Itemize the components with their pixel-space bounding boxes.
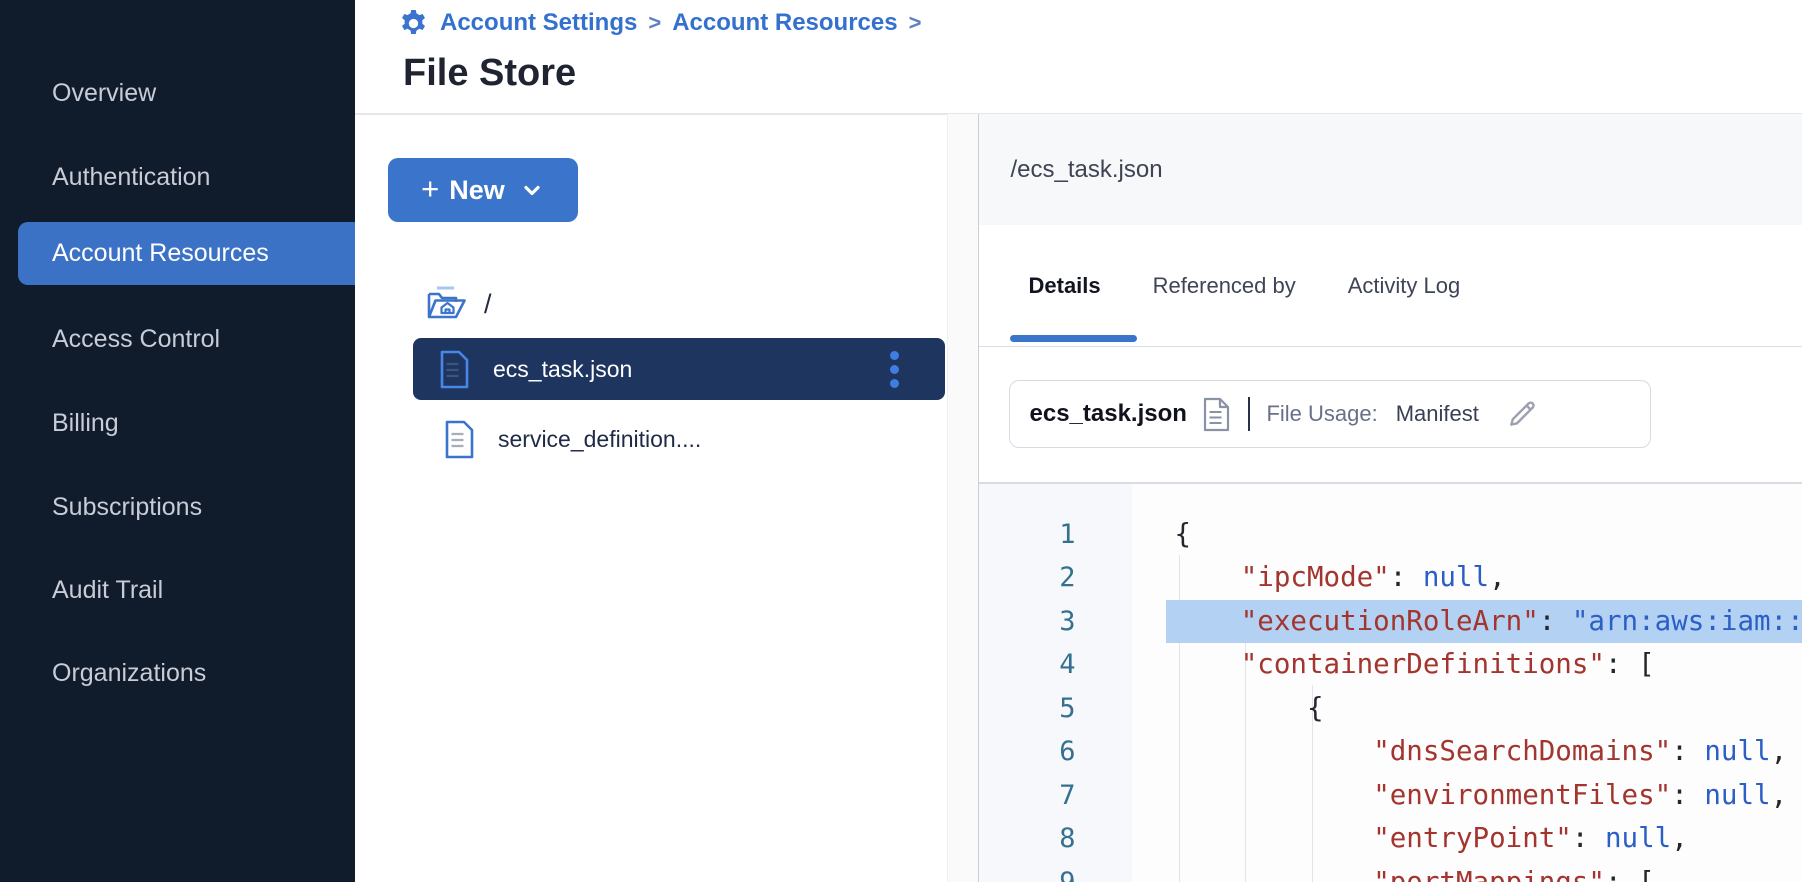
code-line: "environmentFiles": null, bbox=[1373, 778, 1788, 811]
line-number: 8 bbox=[1059, 823, 1076, 854]
code-viewer[interactable]: 1 2 3 4 5 6 7 8 9 { "ipcMode": null, "executionR… bbox=[978, 483, 1802, 882]
home-folder-icon bbox=[424, 284, 468, 324]
sidebar-item-subscriptions[interactable]: Subscriptions bbox=[0, 476, 355, 539]
sidebar-item-label: Organizations bbox=[52, 659, 207, 687]
code-line: "portMappings": [ bbox=[1373, 865, 1655, 882]
sidebar-item-label: Overview bbox=[52, 79, 157, 107]
line-number-gutter: 1 2 3 4 5 6 7 8 9 bbox=[978, 483, 1132, 882]
sidebar-item-label: Access Control bbox=[52, 325, 221, 353]
sidebar-item-label: Authentication bbox=[52, 163, 211, 191]
sidebar-item-organizations[interactable]: Organizations bbox=[0, 642, 355, 705]
plus-icon: + bbox=[421, 170, 440, 206]
code-line: { bbox=[1174, 517, 1192, 550]
breadcrumb: Account Settings > Account Resources > bbox=[398, 6, 921, 40]
header-divider bbox=[355, 113, 1802, 115]
line-number: 3 bbox=[1059, 605, 1076, 637]
sidebar-item-billing[interactable]: Billing bbox=[0, 392, 355, 455]
new-button[interactable]: + New bbox=[388, 158, 578, 222]
document-icon bbox=[1203, 397, 1230, 432]
sidebar-item-label: Subscriptions bbox=[52, 493, 203, 521]
code-line: "ipcMode": null, bbox=[1240, 561, 1506, 593]
file-usage-label: File Usage: bbox=[1266, 401, 1378, 426]
kebab-menu-icon[interactable] bbox=[890, 350, 899, 388]
file-icon bbox=[440, 350, 469, 389]
sidebar-item-label: Audit Trail bbox=[52, 576, 164, 604]
vertical-divider bbox=[1247, 397, 1251, 431]
line-number: 9 bbox=[1059, 866, 1076, 882]
file-path: /ecs_task.json bbox=[1010, 155, 1163, 183]
sidebar-item-label: Billing bbox=[52, 409, 119, 437]
panel-scroll-gutter[interactable] bbox=[947, 114, 979, 882]
file-name: service_definition.... bbox=[498, 425, 702, 452]
breadcrumb-link-account-settings[interactable]: Account Settings bbox=[440, 9, 638, 36]
file-icon bbox=[445, 420, 474, 459]
chevron-down-icon bbox=[519, 177, 545, 203]
sidebar-item-label: Account Resources bbox=[52, 239, 269, 267]
root-folder-row[interactable]: / bbox=[424, 282, 492, 326]
file-name: ecs_task.json bbox=[493, 355, 633, 382]
line-number: 5 bbox=[1059, 692, 1076, 724]
sidebar-item-account-resources[interactable]: Account Resources bbox=[18, 222, 355, 285]
line-number: 1 bbox=[1059, 518, 1076, 550]
file-card-name: ecs_task.json bbox=[1029, 400, 1187, 427]
tab-bar: Details Referenced by Activity Log bbox=[978, 225, 1802, 347]
active-tab-underline bbox=[1009, 335, 1137, 342]
code-body: { "ipcMode": null, "executionRoleArn": "… bbox=[1131, 483, 1802, 882]
line-number: 2 bbox=[1059, 562, 1076, 593]
file-row-ecs-task[interactable]: ecs_task.json bbox=[413, 338, 945, 400]
code-line-highlighted: "executionRoleArn": "arn:aws:iam:: bbox=[1165, 599, 1802, 643]
line-number: 7 bbox=[1059, 779, 1076, 811]
sidebar-item-overview[interactable]: Overview bbox=[0, 62, 355, 125]
sidebar-item-authentication[interactable]: Authentication bbox=[0, 146, 355, 209]
code-line: "entryPoint": null, bbox=[1373, 822, 1688, 854]
line-number: 4 bbox=[1059, 649, 1076, 680]
root-folder-label: / bbox=[484, 288, 492, 319]
breadcrumb-separator: > bbox=[908, 10, 922, 35]
file-row-service-definition[interactable]: service_definition.... bbox=[413, 414, 945, 464]
breadcrumb-link-account-resources[interactable]: Account Resources bbox=[672, 9, 898, 36]
tab-activity-log[interactable]: Activity Log bbox=[1347, 272, 1461, 298]
line-number: 6 bbox=[1059, 736, 1076, 767]
sidebar-item-audit-trail[interactable]: Audit Trail bbox=[0, 559, 355, 622]
content-divider bbox=[978, 482, 1802, 484]
sidebar-item-access-control[interactable]: Access Control bbox=[0, 308, 355, 371]
breadcrumb-separator: > bbox=[648, 10, 662, 35]
file-path-header: /ecs_task.json bbox=[978, 114, 1802, 225]
indent-guide bbox=[1244, 641, 1246, 882]
page-title: File Store bbox=[403, 52, 577, 94]
new-button-label: New bbox=[449, 174, 505, 205]
gear-icon bbox=[398, 8, 429, 39]
code-line: "containerDefinitions": [ bbox=[1240, 648, 1655, 680]
file-info-card: ecs_task.json File Usage: Manifest bbox=[1008, 380, 1651, 448]
code-line: "dnsSearchDomains": null, bbox=[1373, 735, 1788, 767]
indent-guide bbox=[1178, 554, 1180, 882]
edit-pencil-icon[interactable] bbox=[1505, 397, 1539, 431]
tab-details[interactable]: Details bbox=[1028, 272, 1101, 298]
details-panel: /ecs_task.json Details Referenced by Activ… bbox=[978, 114, 1802, 882]
tab-referenced-by[interactable]: Referenced by bbox=[1152, 272, 1296, 298]
file-usage-value: Manifest bbox=[1395, 401, 1479, 426]
code-line: { bbox=[1174, 691, 1324, 724]
indent-guide bbox=[1311, 684, 1313, 882]
